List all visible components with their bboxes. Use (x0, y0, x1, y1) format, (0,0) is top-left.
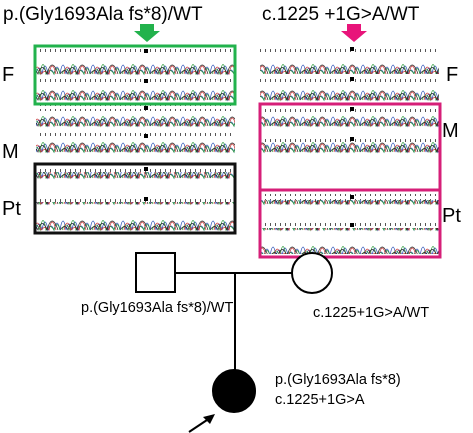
left-trace-father (36, 48, 235, 103)
right-trace-patient (260, 194, 439, 254)
patient-genotype-line1: p.(Gly1693Ala fs*8) (275, 372, 401, 388)
left-father-highlight-box (33, 44, 237, 106)
right-row-label-father: F (446, 64, 459, 86)
right-row-label-mother: M (442, 120, 459, 142)
left-row-label-patient: Pt (2, 198, 21, 220)
left-mutation-arrow (134, 24, 160, 42)
father-square (135, 252, 176, 293)
right-trace-father (260, 46, 439, 102)
left-row-label-mother: M (2, 141, 19, 163)
left-panel-title: p.(Gly1693Ala fs*8)/WT (3, 4, 203, 25)
right-row-label-patient: Pt (442, 205, 461, 227)
patient-genotype-line2: c.1225+1G>A (275, 392, 365, 408)
proband-arrow-head (203, 414, 215, 424)
right-highlight-box (258, 102, 442, 259)
mother-circle (291, 252, 333, 294)
right-mutation-arrow (341, 24, 367, 42)
left-trace-patient (36, 166, 235, 232)
mother-genotype: c.1225+1G>A/WT (313, 305, 430, 321)
chromatogram-figure (33, 24, 442, 259)
patient-circle (212, 369, 256, 413)
right-panel-title: c.1225 +1G>A/WT (262, 4, 420, 25)
father-genotype: p.(Gly1693Ala fs*8)/WT (81, 300, 234, 316)
left-patient-box (33, 162, 237, 235)
left-row-label-father: F (2, 64, 15, 86)
left-trace-mother (36, 105, 235, 163)
right-trace-mother (260, 106, 439, 164)
